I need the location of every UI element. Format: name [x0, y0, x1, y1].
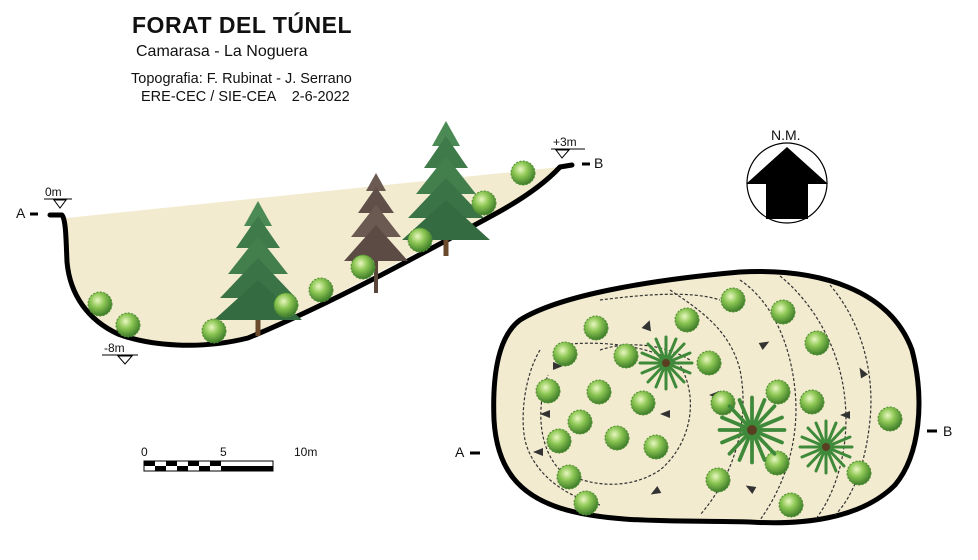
scale-tick-5: 5: [220, 445, 227, 459]
plan-point-a: A: [455, 444, 465, 460]
shrub: [471, 190, 497, 216]
north-label: N.M.: [771, 127, 801, 143]
shrub: [573, 490, 599, 516]
profile-outline: [47, 162, 575, 348]
shrub: [643, 434, 669, 460]
shrub: [778, 492, 804, 518]
shrub: [583, 315, 609, 341]
shrub: [552, 341, 578, 367]
survey-date: 2-6-2022: [291, 89, 350, 105]
level-bottom-label: -8m: [104, 341, 125, 355]
scale-tick-0: 0: [141, 445, 148, 459]
shrub: [764, 450, 790, 476]
shrub: [586, 379, 612, 405]
shrub: [770, 299, 796, 325]
shrub: [804, 330, 830, 356]
shrub: [308, 277, 334, 303]
shrub: [710, 390, 736, 416]
shrub: [567, 409, 593, 435]
section-profile: 0m -8m +3m A B: [16, 121, 603, 365]
level-marker-end: +3m: [551, 135, 585, 159]
level-marker-start: 0m: [44, 185, 72, 209]
north-arrow: N.M.: [746, 127, 828, 224]
shrub: [846, 460, 872, 486]
shrub: [273, 292, 299, 318]
shrub: [705, 467, 731, 493]
level-end-label: +3m: [553, 135, 577, 149]
shrub: [799, 389, 825, 415]
shrub: [87, 291, 113, 317]
shrub: [613, 343, 639, 369]
topography-credit: Topografia: F. Rubinat - J. Serrano: [131, 71, 352, 87]
shrub: [674, 307, 700, 333]
shrub: [350, 254, 376, 280]
shrub: [546, 428, 572, 454]
shrub: [535, 378, 561, 404]
level-start-label: 0m: [45, 185, 62, 199]
shrub: [696, 350, 722, 376]
scale-tick-10: 10m: [294, 445, 317, 459]
shrub: [877, 406, 903, 432]
shrub: [556, 464, 582, 490]
group-and-date: ERE-CEC / SIE-CEA 2-6-2022: [131, 88, 352, 106]
shrub: [407, 227, 433, 253]
north-arrow-icon: [746, 147, 828, 219]
location-label: Camarasa - La Noguera: [136, 43, 308, 60]
palm-plant: [798, 419, 854, 475]
survey-credits: Topografia: F. Rubinat - J. Serrano ERE-…: [131, 70, 352, 106]
shrub: [720, 287, 746, 313]
shrub: [630, 390, 656, 416]
level-marker-bottom: -8m: [102, 341, 138, 365]
shrub: [765, 379, 791, 405]
section-point-b: B: [594, 155, 603, 171]
section-point-a: A: [16, 205, 26, 221]
shrub: [604, 425, 630, 451]
plan-point-b: B: [943, 423, 952, 439]
shrub: [510, 160, 536, 186]
shrub: [115, 312, 141, 338]
palm-plant: [717, 395, 787, 465]
palm-plant: [638, 335, 694, 391]
plan-view: A B: [455, 269, 952, 526]
shrub: [201, 318, 227, 344]
survey-title: FORAT DEL TÚNEL: [132, 12, 353, 38]
group-label: ERE-CEC / SIE-CEA: [141, 89, 276, 105]
scale-bar: 0 5 10m: [141, 445, 317, 472]
